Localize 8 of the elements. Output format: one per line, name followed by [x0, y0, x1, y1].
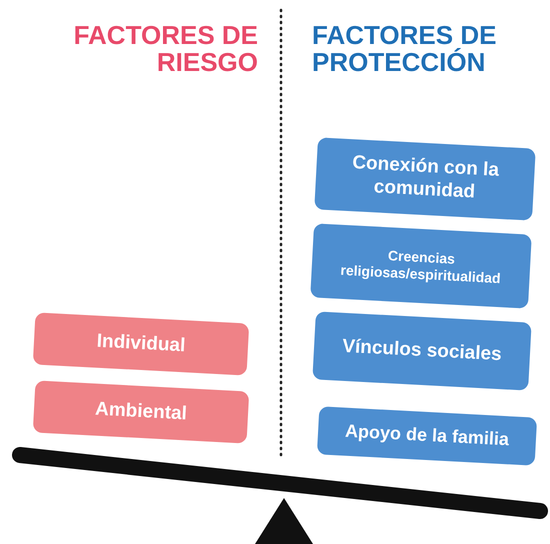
factor-card: Creencias religiosas/espiritualidad — [310, 223, 532, 309]
factor-card: Ambiental — [32, 380, 250, 444]
factor-card: Apoyo de la familia — [316, 406, 538, 466]
factor-card: Individual — [32, 312, 250, 376]
column-heading: FACTORES DE RIESGO — [72, 22, 258, 77]
column-heading: FACTORES DE PROTECCIÓN — [312, 22, 498, 77]
factor-card: Conexión con la comunidad — [314, 137, 536, 221]
factor-card: Vínculos sociales — [312, 311, 532, 391]
